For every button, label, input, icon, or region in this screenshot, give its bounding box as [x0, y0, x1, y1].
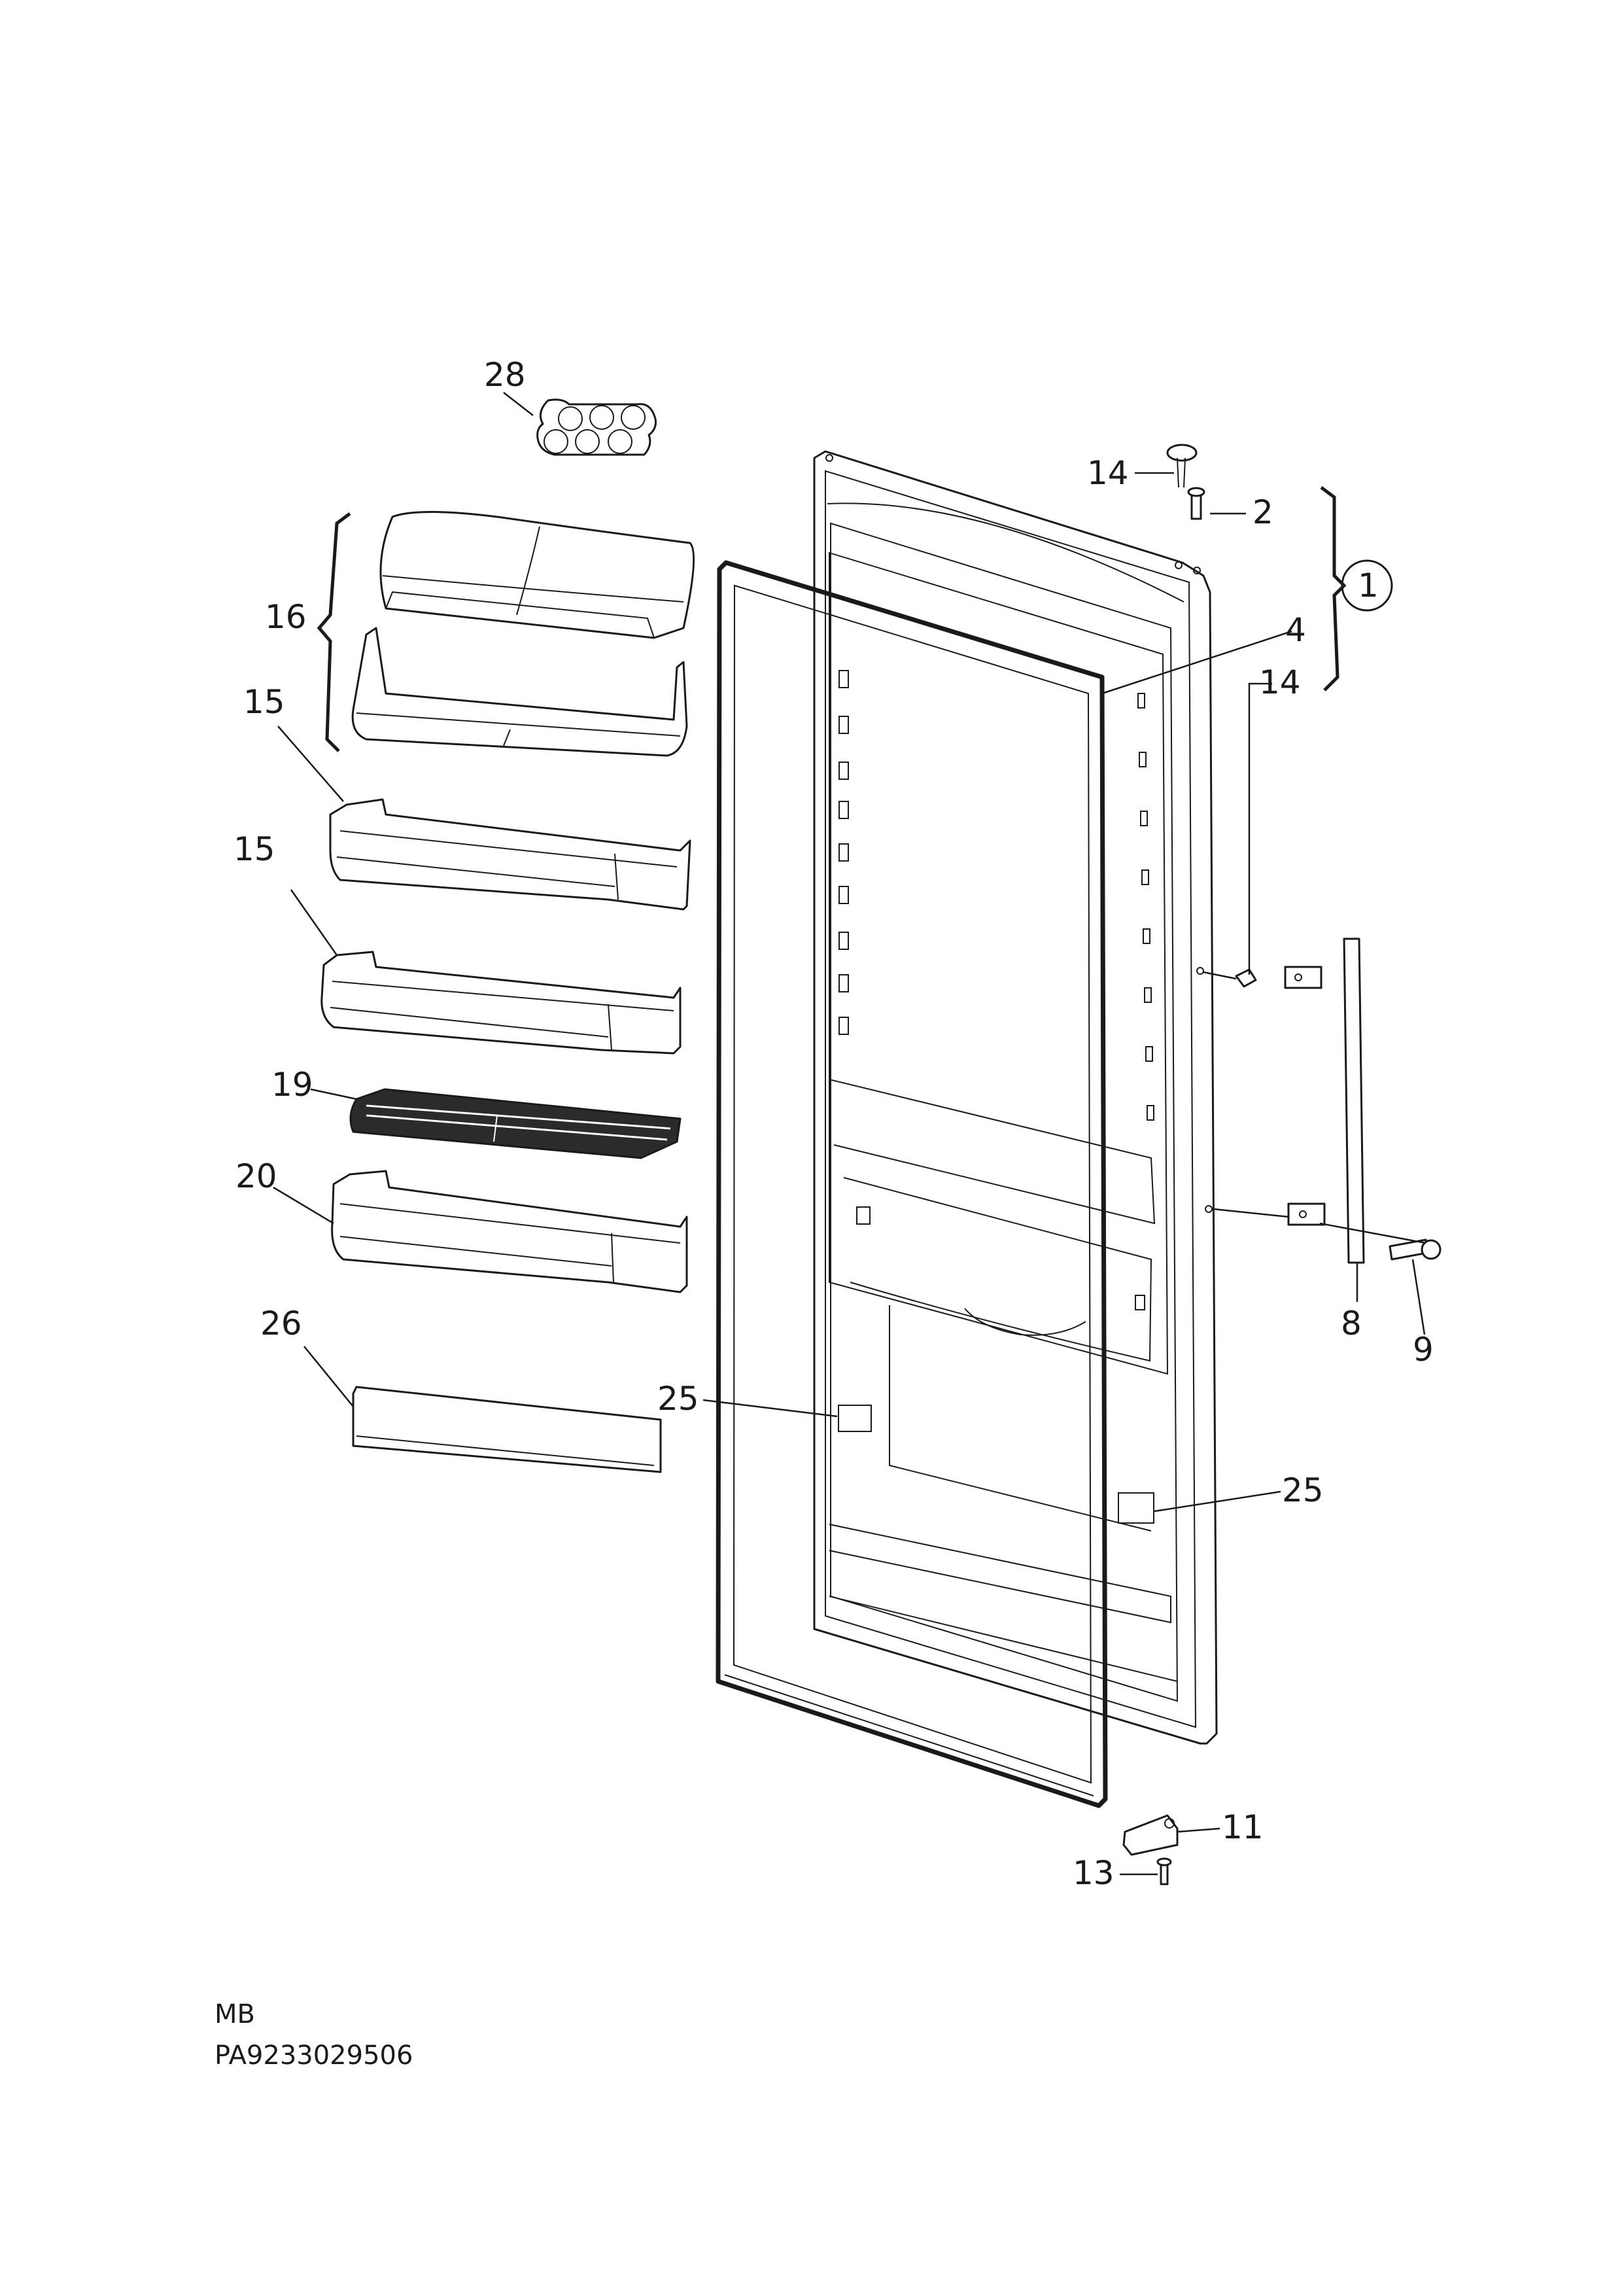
callout-13: 13	[1073, 1854, 1114, 1892]
callout-1: 1	[1358, 567, 1379, 604]
leader-lines	[273, 392, 1426, 1876]
door-shelf-upper	[329, 798, 691, 911]
callout-14-top: 14	[1087, 454, 1129, 492]
bottle-shelf	[331, 1170, 688, 1293]
model-code: MB	[215, 1999, 255, 2029]
bracket-1	[1320, 486, 1347, 692]
screw-13	[1156, 1857, 1172, 1885]
handle-screw-9	[1389, 1238, 1442, 1261]
callout-19: 19	[271, 1066, 313, 1104]
callout-26: 26	[260, 1305, 302, 1342]
door-outer-panel	[813, 450, 1218, 1745]
egg-tray	[536, 398, 657, 456]
callout-15-lower: 15	[233, 830, 275, 868]
left-rail-slots	[838, 670, 849, 1035]
screw-14-side	[1235, 968, 1257, 988]
callout-15-upper: 15	[243, 683, 285, 721]
callout-8: 8	[1341, 1305, 1362, 1342]
callout-25-inner: 25	[657, 1380, 699, 1418]
callout-9: 9	[1413, 1331, 1434, 1369]
plug-14-top	[1166, 444, 1198, 488]
covered-dairy-shelf	[351, 511, 695, 757]
callout-16: 16	[265, 598, 307, 636]
clip-25-inner	[838, 1405, 872, 1432]
callout-4: 4	[1285, 611, 1306, 649]
deco-strip	[352, 1386, 662, 1473]
pin-2	[1187, 487, 1205, 520]
door-shelf-lower	[320, 951, 682, 1055]
hinge-11	[1122, 1814, 1179, 1856]
callout-11: 11	[1222, 1808, 1264, 1846]
callout-20: 20	[235, 1157, 277, 1195]
callout-28: 28	[484, 356, 526, 394]
callout-2: 2	[1253, 493, 1273, 531]
grille-shelf	[349, 1088, 682, 1159]
part-number: PA9233029506	[215, 2041, 413, 2071]
callout-circle-1	[1341, 559, 1393, 612]
bracket-16	[317, 512, 351, 752]
clip-25-outer	[1118, 1492, 1154, 1524]
door-gasket	[716, 560, 1108, 1808]
callout-25-outer: 25	[1282, 1471, 1324, 1509]
right-rail-slots	[1135, 693, 1154, 1310]
door-handle	[1284, 937, 1365, 1264]
callout-14-side: 14	[1259, 663, 1301, 701]
